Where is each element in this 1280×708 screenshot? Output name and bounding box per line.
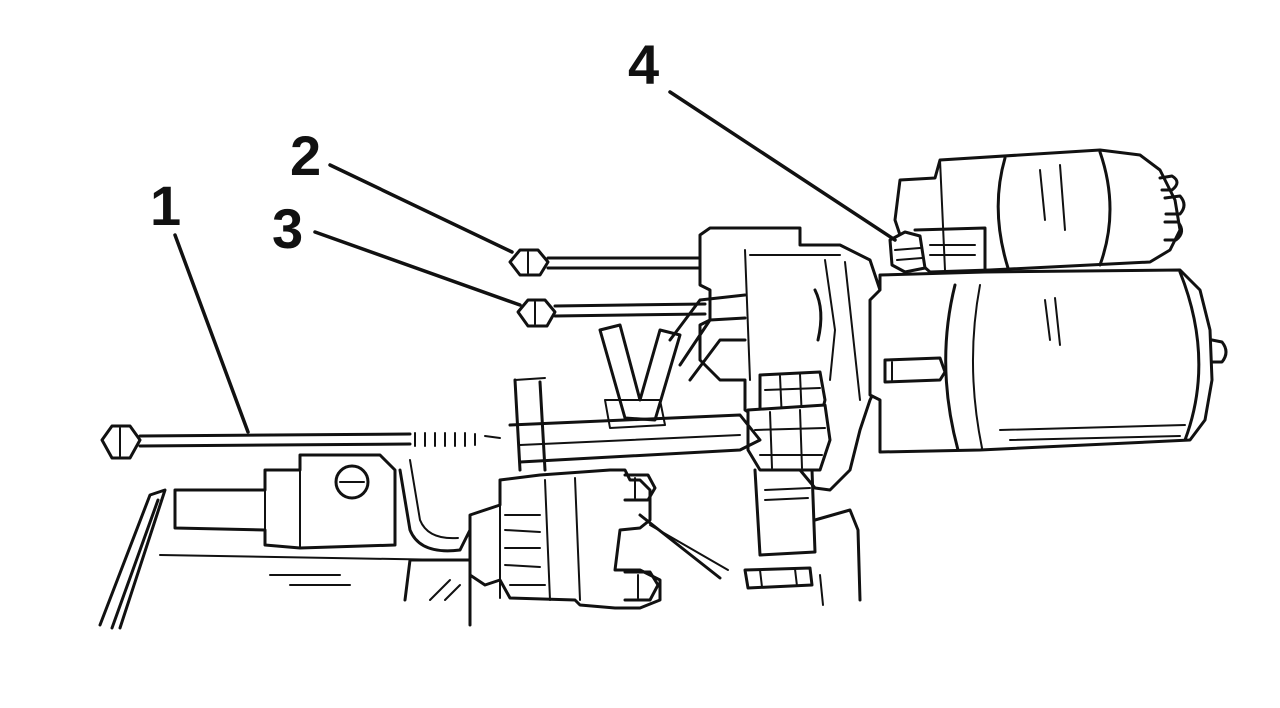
leader-lines [173, 90, 897, 434]
upper-bolt-3 [516, 298, 707, 328]
callout-label-1: 1 [150, 174, 181, 237]
long-bolt [100, 424, 501, 460]
callout-label-4: 4 [628, 33, 659, 96]
solenoid [888, 148, 1186, 277]
starter-motor-body [868, 268, 1228, 454]
callout-label-3: 3 [272, 197, 303, 260]
leader-line-4 [668, 90, 897, 242]
leader-line-2 [328, 163, 514, 254]
leader-line-3 [313, 230, 522, 307]
upper-bolt-2 [508, 248, 707, 277]
leader-line-1 [173, 233, 250, 434]
drive-housing [508, 226, 882, 557]
callout-label-2: 2 [290, 124, 321, 187]
mounting-bracket [468, 468, 862, 610]
engine-block [98, 453, 472, 630]
